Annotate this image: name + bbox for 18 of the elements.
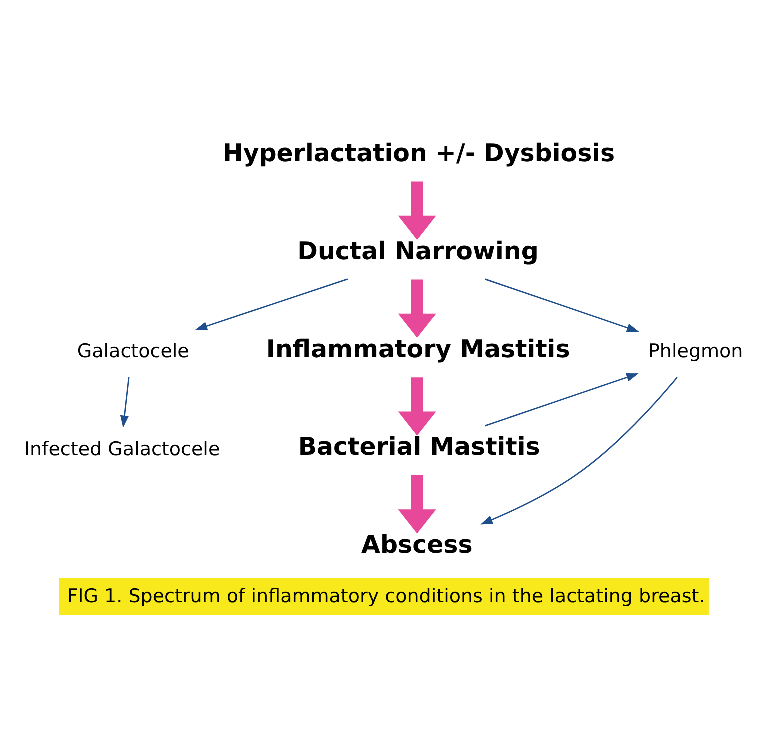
arrow bbox=[398, 377, 436, 436]
arrow bbox=[398, 474, 436, 534]
caption: FIG 1. Spectrum of inflammatory conditions in the lactating breast. bbox=[67, 584, 706, 607]
node-text: Inflammatory Mastitis bbox=[266, 334, 570, 363]
arrow bbox=[398, 181, 436, 240]
node-text: Infected Galactocele bbox=[24, 438, 220, 460]
arrow bbox=[120, 377, 130, 428]
arrow bbox=[398, 279, 436, 338]
node-text: Ductal Narrowing bbox=[298, 236, 539, 265]
arrow bbox=[480, 376, 678, 524]
arrow bbox=[484, 278, 640, 332]
arrow bbox=[484, 372, 639, 426]
node-text: Bacterial Mastitis bbox=[298, 432, 540, 461]
node-text: Phlegmon bbox=[648, 340, 744, 362]
node-text: Galactocele bbox=[77, 340, 190, 362]
node-text: Hyperlactation +/- Dysbiosis bbox=[222, 138, 616, 168]
node-text: Abscess bbox=[362, 530, 473, 559]
arrow bbox=[195, 278, 348, 330]
